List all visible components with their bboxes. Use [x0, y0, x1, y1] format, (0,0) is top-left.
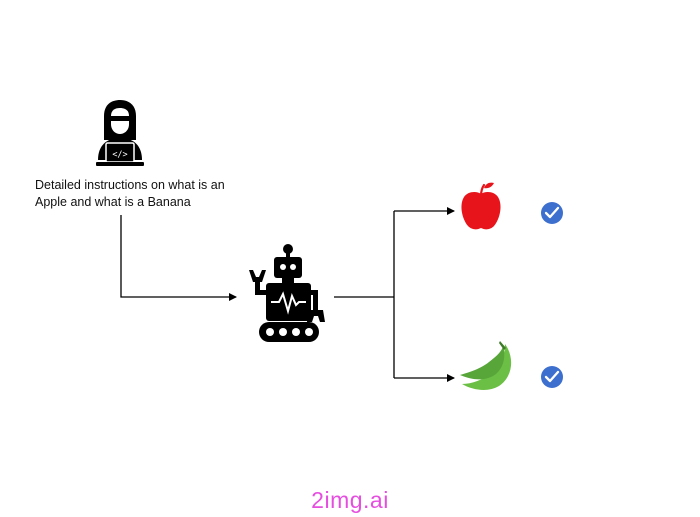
instructions-to-robot-arrow — [120, 215, 237, 301]
apple-icon — [461, 182, 501, 230]
caption-line-1: Detailed instructions on what is an — [35, 178, 225, 192]
connector-lines — [120, 207, 455, 382]
watermark: 2img.ai — [311, 487, 389, 513]
banana-icon — [460, 341, 512, 390]
instructions-caption: Detailed instructions on what is an Appl… — [35, 177, 250, 211]
robot-icon — [249, 244, 325, 342]
svg-text:</>: </> — [112, 150, 127, 160]
check-circle-icon — [541, 366, 563, 388]
caption-line-2: Apple and what is a Banana — [35, 195, 191, 209]
check-circle-icon — [541, 202, 563, 224]
programmer-laptop-icon: </> — [96, 100, 144, 166]
